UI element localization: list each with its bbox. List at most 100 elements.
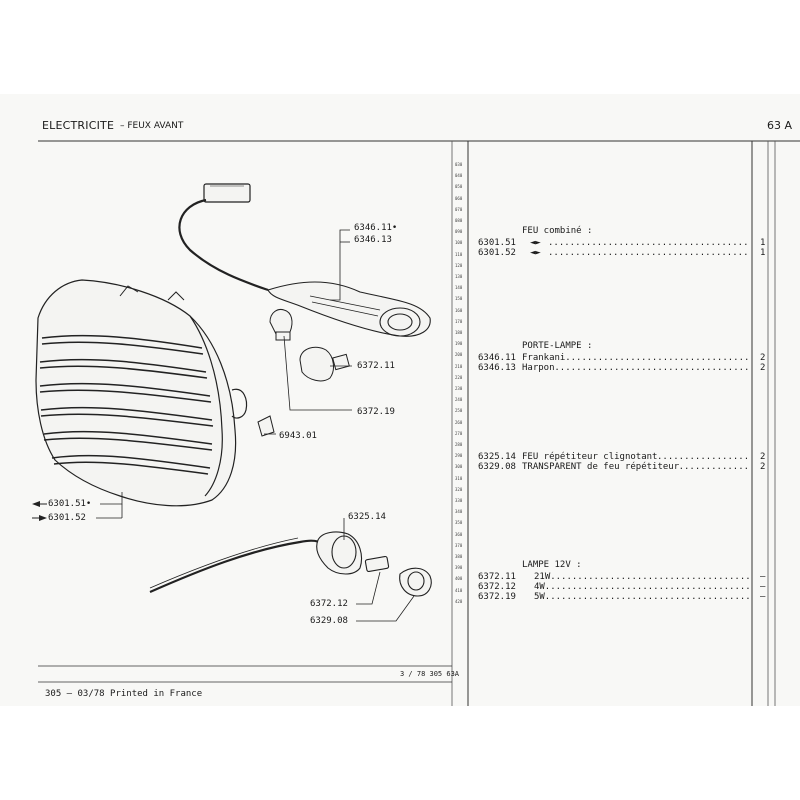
part-quantity: 2: [760, 363, 766, 373]
line-number: 290: [455, 453, 463, 459]
line-number: 420: [455, 598, 463, 604]
part-description: 21W: [534, 572, 551, 582]
line-number: 390: [455, 565, 463, 571]
line-number: 080: [455, 218, 463, 223]
part-callout-6346.13: 6346.13: [354, 235, 392, 245]
direction-arrows-icon: [32, 501, 47, 521]
dot-leader: ..................................: [565, 353, 750, 363]
part-ref: 6301.52: [478, 248, 516, 258]
line-number: 310: [455, 475, 463, 481]
line-number: 230: [455, 386, 463, 391]
dot-leader: ......................................: [544, 582, 751, 592]
line-number: 180: [455, 330, 463, 335]
part-ref: 6372.11: [478, 572, 516, 582]
part-ref: 6329.08: [478, 462, 516, 472]
line-number: 030: [455, 162, 463, 167]
direction-symbol-icon: ◄►: [530, 248, 541, 258]
line-number: 350: [455, 520, 463, 526]
line-number: 140: [455, 285, 463, 291]
dot-leader: .....................................: [548, 238, 749, 248]
line-number: 040: [455, 173, 463, 179]
dot-leader: .................: [657, 452, 750, 462]
part-ref: 6346.11: [478, 353, 516, 363]
part-callout-6943.01: 6943.01: [279, 431, 317, 441]
part-callout-6372.11: 6372.11: [357, 361, 395, 371]
line-number: 090: [455, 229, 463, 235]
section-title: PORTE-LAMPE :: [522, 341, 593, 351]
part-description: 4W: [534, 582, 545, 592]
part-quantity: 2: [760, 462, 766, 472]
part-description: TRANSPARENT de feu répétiteur: [522, 462, 680, 472]
part-ref: 6346.13: [478, 363, 516, 373]
part-description: Frankani: [522, 353, 566, 363]
line-number: 340: [455, 509, 463, 515]
section-title: FEU combiné :: [522, 226, 593, 236]
footer-print-info: 305 – 03/78 Printed in France: [45, 689, 203, 699]
line-number: 280: [455, 442, 463, 447]
line-number: 400: [455, 576, 463, 582]
part-quantity: –: [760, 582, 766, 592]
section-title: LAMPE 12V :: [522, 560, 582, 570]
part-callout-6372.19: 6372.19: [357, 407, 395, 417]
dot-leader: ......................................: [544, 592, 751, 602]
part-ref: 6301.51: [478, 238, 516, 248]
line-number: 170: [455, 318, 463, 324]
footer-reference: 3 / 78 305 63A: [400, 670, 460, 678]
part-callout-6346.11: 6346.11•: [354, 223, 398, 233]
line-number: 220: [455, 374, 463, 380]
part-ref: 6325.14: [478, 452, 516, 462]
line-number: 150: [455, 296, 463, 302]
connector-plug: [203, 183, 251, 203]
line-number: 370: [455, 542, 463, 548]
part-ref: 6372.12: [478, 582, 516, 592]
line-number: 270: [455, 430, 463, 436]
line-number: 050: [455, 184, 463, 190]
line-number: 200: [455, 352, 463, 358]
line-number: 120: [455, 262, 463, 268]
part-callout-6301.52: 6301.52: [48, 513, 86, 523]
page-subtitle: – FEUX AVANT: [120, 121, 184, 131]
line-number: 330: [455, 498, 463, 503]
line-number: 110: [455, 251, 463, 257]
part-description: Harpon: [522, 363, 555, 373]
line-number: 320: [455, 486, 463, 492]
dot-leader: .....................................: [550, 572, 751, 582]
part-quantity: 2: [760, 452, 766, 462]
line-number: 410: [455, 587, 463, 593]
page-number: 63 A: [767, 119, 793, 132]
line-number: 250: [455, 408, 463, 414]
dot-leader: ....................................: [554, 363, 750, 373]
part-callout-6372.12: 6372.12: [310, 599, 348, 609]
line-number: 260: [455, 419, 463, 425]
line-number: 070: [455, 206, 463, 212]
part-quantity: 1: [760, 238, 766, 248]
page-title: ELECTRICITE: [42, 119, 115, 132]
line-number: 240: [455, 397, 463, 403]
line-number: 060: [455, 195, 463, 201]
line-number: 210: [455, 363, 463, 369]
direction-symbol-icon: ◄►: [530, 238, 541, 248]
bulb-holder: [267, 281, 431, 337]
dot-leader: .............: [678, 462, 750, 472]
part-description: 5W: [534, 592, 545, 602]
line-number: 100: [455, 240, 463, 246]
line-number: 190: [455, 341, 463, 347]
part-callout-6329.08: 6329.08: [310, 616, 348, 626]
repeater-lamp: [316, 531, 432, 597]
part-quantity: 2: [760, 353, 766, 363]
part-quantity: –: [760, 572, 766, 582]
part-callout-6325.14: 6325.14: [348, 512, 386, 522]
line-number: 380: [455, 554, 463, 559]
part-quantity: 1: [760, 248, 766, 258]
part-ref: 6372.19: [478, 592, 516, 602]
part-description: FEU répétiteur clignotant: [522, 452, 658, 462]
line-number: 360: [455, 531, 463, 537]
part-callout-6301.51: 6301.51•: [48, 499, 92, 509]
line-number: 160: [455, 307, 463, 313]
line-number: 300: [455, 464, 463, 470]
grille-slats: [39, 334, 214, 475]
part-quantity: –: [760, 592, 766, 602]
leader-lines: [96, 229, 415, 622]
dot-leader: .....................................: [548, 248, 749, 258]
